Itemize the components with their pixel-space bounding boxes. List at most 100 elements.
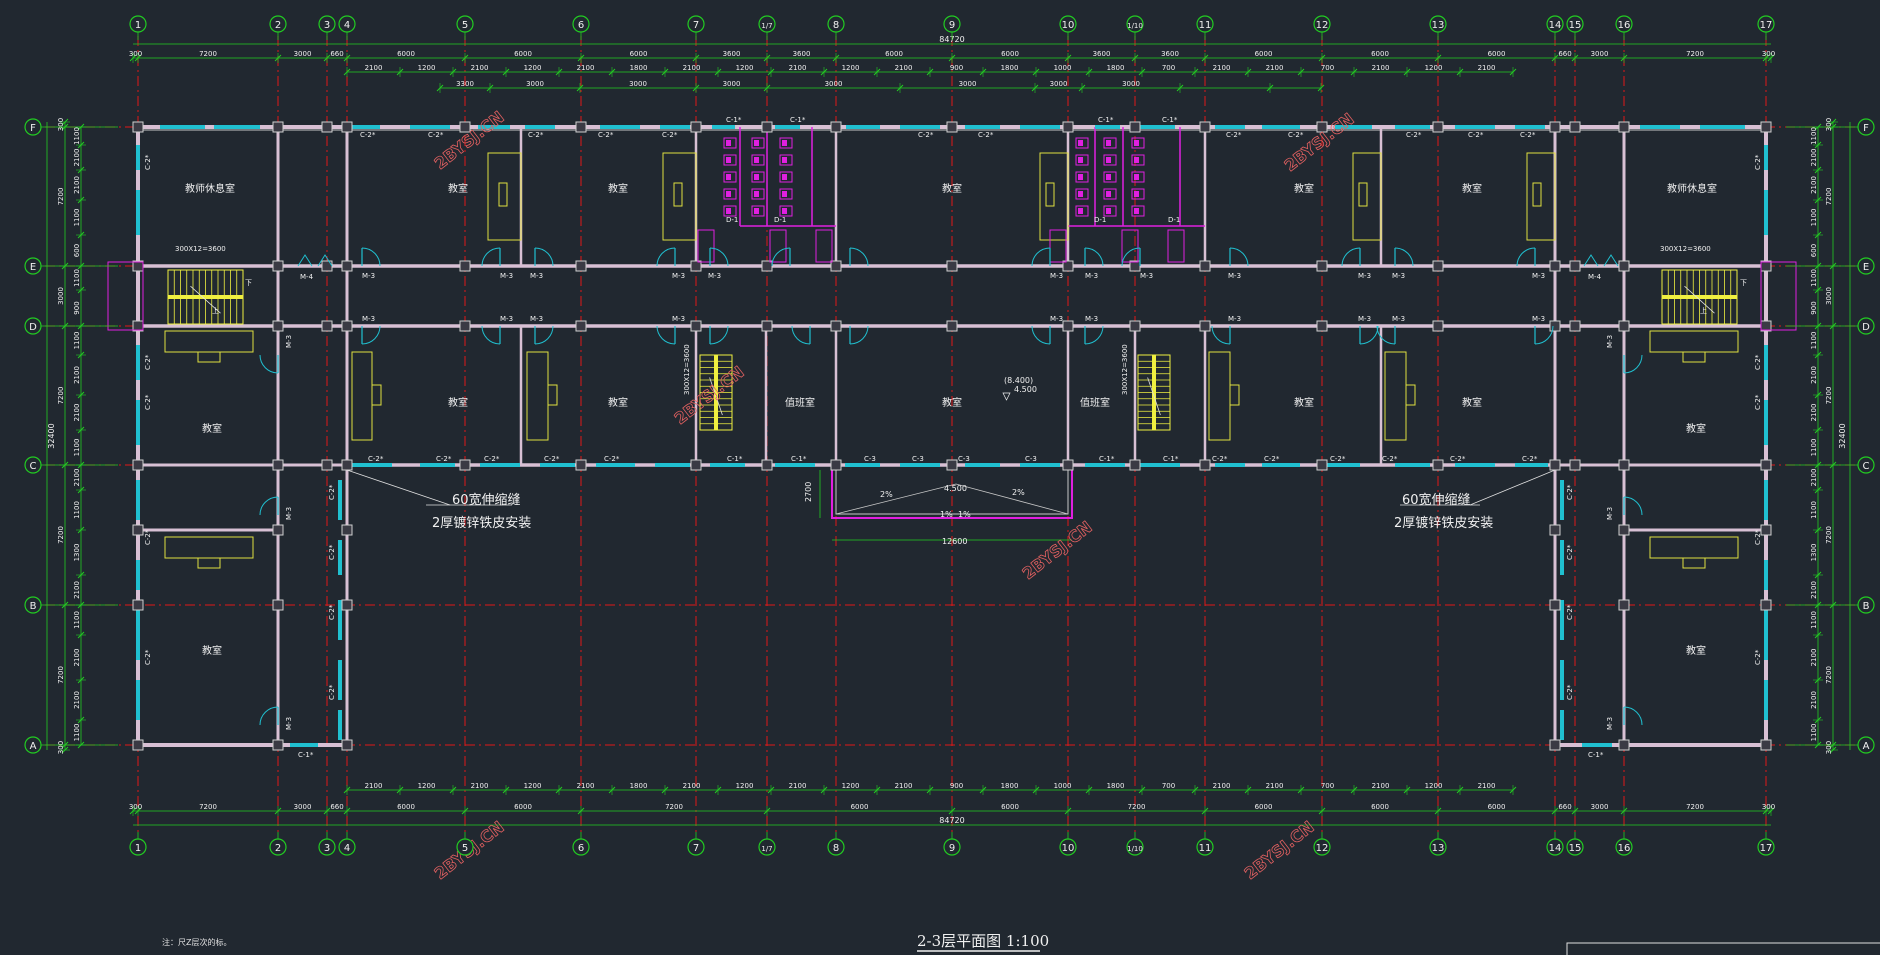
structural-column (946, 260, 958, 272)
dimension-text: 7200 (57, 526, 65, 544)
toilet-fixtures (697, 137, 1185, 263)
dimension-text: 7200 (199, 803, 217, 811)
canopy-annotations: 4.500 1% 1% 2% 2% 12600 2700 (8.400) 4.5… (804, 376, 1072, 546)
expansion-joint-note-left: 60宽伸缩缝 2厚镀锌铁皮安装 (346, 469, 531, 531)
window-south (1140, 463, 1180, 467)
door-classroom-south (1376, 325, 1396, 345)
axis-bubble-label: 17 (1760, 843, 1773, 854)
right-opening-dimensions: 1100210021001100600110090011002100210011… (1810, 123, 1823, 749)
axis-bubble-top-1/7: 1/7 (758, 15, 776, 33)
dimension-text: 3600 (1161, 50, 1179, 58)
dimension-text: 7200 (1128, 803, 1146, 811)
level-mark-lower: 4.500 (1014, 385, 1037, 394)
dimension-text: 2100 (1810, 649, 1818, 667)
dimension-text: 2100 (1810, 691, 1818, 709)
dimension-text: 1100 (1810, 127, 1818, 145)
window-tag-west: C-2* (144, 529, 152, 545)
window-tag-south-wing: C-1* (1588, 751, 1604, 759)
window-west (136, 560, 140, 590)
dimension-text: 7200 (57, 666, 65, 684)
window-north (1515, 125, 1545, 129)
dimension-text: 3000 (1591, 803, 1609, 811)
window-courtyard-east (1560, 540, 1564, 575)
window-tag-courtyard: C-2* (328, 544, 336, 560)
axis-bubble-bottom-11: 11 (1196, 838, 1214, 856)
dimension-text: 1100 (73, 209, 81, 227)
window-tag-south: C-2* (1450, 455, 1466, 463)
dimension-text: 660 (330, 50, 343, 58)
dimension-text: 2100 (683, 782, 701, 790)
window-tag-north: C-2* (1288, 131, 1304, 139)
axis-bubble-bottom-4: 4 (338, 838, 356, 856)
window-courtyard-east (1560, 600, 1564, 640)
door-classroom-north (1516, 247, 1536, 267)
dimension-text: 2100 (73, 404, 81, 422)
room-labels: 教师休息室教室教室教室教室教室教师休息室教室教室值班室教室值班室教室教室教室教室… (185, 182, 1717, 657)
dimension-text: 6000 (1255, 803, 1273, 811)
door-classroom-south (849, 325, 869, 345)
structural-column (459, 260, 471, 272)
structural-column (1569, 121, 1581, 133)
dimension-text: 2100 (1810, 469, 1818, 487)
structural-column (1432, 121, 1444, 133)
structural-column (1549, 459, 1561, 471)
structural-column (341, 524, 353, 536)
left-opening-dimensions: 1100210021001100600110090011002100210011… (73, 123, 86, 749)
door-tag: M-3 (530, 272, 543, 280)
dimension-text: 1800 (630, 782, 648, 790)
axis-bubble-label: C (1863, 461, 1870, 472)
window-courtyard-east (1560, 480, 1564, 520)
axis-bubbles: 112233445566771/71/7889910101/101/101111… (24, 15, 1875, 856)
door-tag: D-1 (774, 216, 786, 224)
axis-bubble-top-5: 5 (456, 15, 474, 33)
structural-column (1549, 739, 1561, 751)
axis-bubble-label: 7 (693, 20, 699, 31)
dimension-text: 1100 (73, 501, 81, 519)
door-m4-west (297, 254, 333, 267)
window-north (160, 125, 205, 129)
window-north (410, 125, 450, 129)
structural-column (1062, 260, 1074, 272)
dimension-text: 2100 (789, 64, 807, 72)
dimension-text: 300 (1762, 50, 1775, 58)
structural-column (1199, 459, 1211, 471)
window-courtyard-east (1560, 660, 1564, 700)
door-classroom-south (656, 325, 676, 345)
window-west (136, 190, 140, 235)
room-label: 教室 (202, 644, 222, 657)
axis-bubble-label: 2 (275, 20, 281, 31)
dimension-text: 1100 (73, 724, 81, 742)
axis-bubble-label: 15 (1569, 20, 1582, 31)
dimension-text: 2100 (73, 176, 81, 194)
structural-column (690, 320, 702, 332)
structural-column (272, 459, 284, 471)
window-tag-south: C-2* (484, 455, 500, 463)
axis-bubble-bottom-15: 15 (1566, 838, 1584, 856)
window-south (480, 463, 520, 467)
axis-bubble-label: 3 (324, 20, 330, 31)
window-tag-west: C-2* (144, 354, 152, 370)
door-tag: M-3 (1532, 272, 1545, 280)
dimension-text: 2100 (73, 649, 81, 667)
axis-bubble-label: 4 (344, 843, 350, 854)
axis-bubble-bottom-5: 5 (456, 838, 474, 856)
axis-bubble-left-A: A (24, 736, 42, 754)
axis-bubble-top-2: 2 (269, 15, 287, 33)
door-classroom-north (361, 247, 381, 267)
dimension-text: 1200 (736, 782, 754, 790)
stair-label: 下 (245, 279, 252, 287)
dimension-text: 2100 (1213, 64, 1231, 72)
axis-bubble-label: 10 (1062, 20, 1075, 31)
axis-bubble-bottom-6: 6 (572, 838, 590, 856)
structural-column (459, 320, 471, 332)
dimension-text: 1800 (1001, 782, 1019, 790)
dimension-text: 3600 (723, 50, 741, 58)
room-label: 教室 (1462, 396, 1482, 409)
window-tag-west: C-2* (144, 394, 152, 410)
axis-bubble-top-4: 4 (338, 15, 356, 33)
structural-column (1062, 320, 1074, 332)
overall-bottom: 84720 (939, 816, 964, 825)
